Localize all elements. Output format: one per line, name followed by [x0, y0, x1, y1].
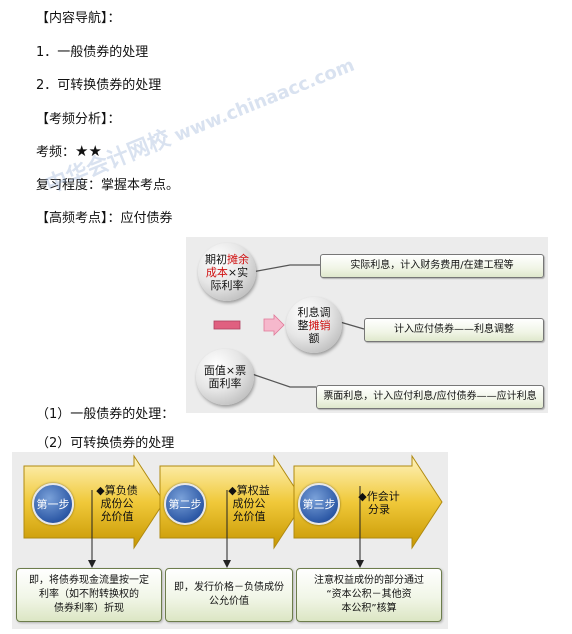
list-item: 2．可转换债券的处理 — [36, 78, 162, 93]
step-2-badge: 第二步 — [164, 483, 206, 525]
step-1-text: ◆算负债 成份公 允价值 — [96, 484, 138, 523]
analysis-heading: 【考频分析】： — [36, 112, 121, 127]
arrow-right-icon — [263, 314, 285, 336]
subheading-general-bond: （1）一般债券的处理： — [36, 407, 175, 422]
step-3-text: ◆作会计 分录 — [358, 490, 400, 516]
star-icon: ★★ — [75, 142, 102, 160]
ball-coupon-interest: 面值×票 面利率 — [196, 349, 254, 405]
subheading-convertible-bond: （2）可转换债券的处理 — [36, 436, 175, 451]
convertible-bond-steps-diagram: 第一步 ◆算负债 成份公 允价值 第二步 ◆算权益 成份公 允价值 第三步 ◆作… — [12, 452, 448, 629]
review-line: 复习程度：掌握本考点。 — [36, 178, 180, 193]
box-coupon-interest: 票面利息，计入应付利息/应付债券——应计利息 — [316, 385, 544, 409]
step-2-note: 即，发行价格－负债成份 公允价值 — [165, 568, 293, 622]
step-3-badge: 第三步 — [298, 483, 340, 525]
connector-lines — [213, 264, 365, 388]
step-3-note: 注意权益成份的部分通过 “资本公积－其他资 本公积”核算 — [296, 568, 442, 622]
box-actual-interest: 实际利息，计入财务费用/在建工程等 — [320, 254, 544, 278]
nav-heading: 【内容导航】： — [36, 11, 121, 26]
watermark-url: www.chinaacc.com — [171, 54, 358, 147]
box-interest-adjustment: 计入应付债券——利息调整 — [364, 318, 544, 342]
list-item: 1．一般债券的处理 — [36, 45, 149, 60]
step-2-text: ◆算权益 成份公 允价值 — [228, 484, 270, 523]
step-arrows — [23, 454, 443, 568]
ball-amortized-cost: 期初摊余 成本×实 际利率 — [198, 243, 256, 301]
ball-interest-adjustment: 利息调 整摊销 额 — [286, 297, 342, 353]
step-1-note: 即，将债券现金流量按一定 利率（如不附转换权的 债券利率）折现 — [16, 568, 162, 622]
step-1-badge: 第一步 — [32, 483, 74, 525]
key-heading: 【高频考点】：应付债券 — [36, 211, 173, 226]
bond-interest-diagram: 期初摊余 成本×实 际利率 利息调 整摊销 额 面值×票 面利率 实际利息，计入… — [186, 237, 548, 413]
frequency-label: 考频： — [36, 145, 76, 160]
frequency-line: 考频：★★ — [36, 141, 102, 160]
minus-sign-icon — [213, 320, 241, 330]
